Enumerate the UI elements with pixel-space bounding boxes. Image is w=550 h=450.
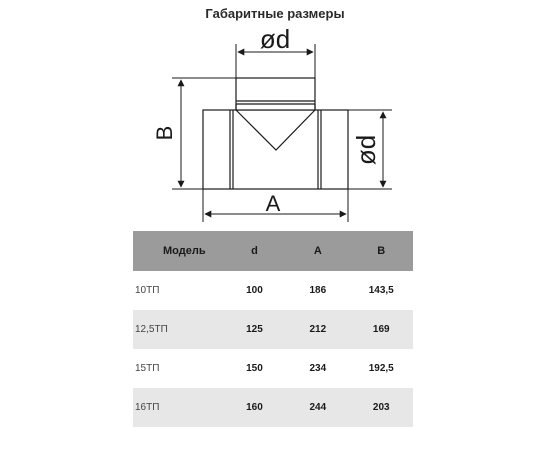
cell-d: 150 [222, 349, 287, 388]
cell-a: 234 [286, 349, 350, 388]
cell-d: 100 [222, 271, 287, 310]
left-dimension [172, 77, 236, 190]
table-row: 10ТП 100 186 143,5 [133, 271, 413, 310]
tee-branch-pipe [235, 77, 316, 151]
table-row: 16ТП 160 244 203 [133, 388, 413, 427]
cell-a: 244 [286, 388, 350, 427]
left-dimension-label: B [152, 126, 177, 141]
header-d: d [222, 231, 287, 271]
header-a: A [286, 231, 350, 271]
bottom-dimension-label: A [266, 191, 281, 216]
cell-model: 12,5ТП [133, 310, 223, 349]
cell-model: 10ТП [133, 271, 223, 310]
cell-model: 15ТП [133, 349, 223, 388]
cell-a: 212 [286, 310, 350, 349]
cell-d: 160 [222, 388, 287, 427]
right-dimension-label: ød [351, 135, 381, 165]
dimensions-table: Модель d A B 10ТП 100 186 143,5 12,5ТП 1… [133, 231, 413, 427]
top-dimension [235, 44, 316, 78]
cell-b: 192,5 [349, 349, 413, 388]
cell-b: 169 [349, 310, 413, 349]
table-header-row: Модель d A B [133, 231, 413, 271]
bottom-dimension [202, 189, 349, 222]
cell-model: 16ТП [133, 388, 223, 427]
header-model: Модель [133, 231, 223, 271]
cell-d: 125 [222, 310, 287, 349]
table-row: 15ТП 150 234 192,5 [133, 349, 413, 388]
right-dimension [348, 109, 392, 190]
tee-dimension-diagram: ød B ød A [152, 24, 392, 222]
page-title: Габаритные размеры [205, 6, 345, 21]
cell-a: 186 [286, 271, 350, 310]
header-b: B [349, 231, 413, 271]
cell-b: 143,5 [349, 271, 413, 310]
table-row: 12,5ТП 125 212 169 [133, 310, 413, 349]
cell-b: 203 [349, 388, 413, 427]
top-dimension-label: ød [260, 24, 290, 54]
